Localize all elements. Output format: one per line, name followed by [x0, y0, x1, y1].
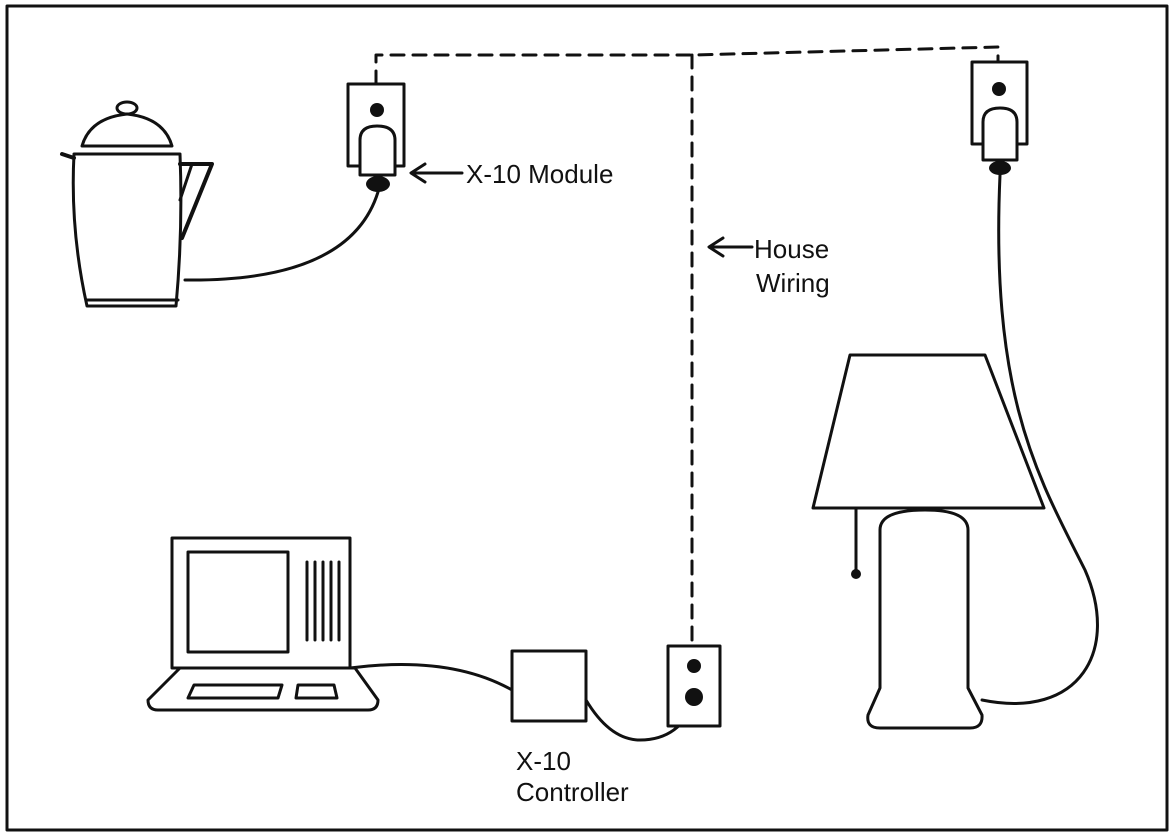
x10-module-icon	[346, 82, 406, 192]
arrow-icon	[409, 162, 464, 184]
module-label: X-10 Module	[466, 159, 613, 189]
controller-box-icon	[510, 649, 588, 723]
house-wiring-label-line1: House	[754, 234, 829, 264]
computer-cable	[348, 662, 514, 692]
diagram-frame	[5, 4, 1169, 832]
coffee-pot-cord	[183, 190, 380, 282]
wall-outlet-icon	[666, 644, 722, 728]
lamp-cord	[980, 173, 1099, 705]
vent-slots	[305, 560, 341, 642]
computer-icon	[146, 536, 380, 712]
controller-label-line2: Controller	[516, 777, 629, 807]
lamp-icon	[811, 353, 1046, 730]
controller-label-line1: X-10	[516, 746, 571, 776]
house-wiring-label-line2: Wiring	[756, 268, 830, 298]
house-wiring	[374, 45, 1000, 647]
coffee-pot-icon	[60, 100, 214, 308]
x10-module-icon	[970, 60, 1029, 175]
arrow-icon	[707, 236, 754, 258]
